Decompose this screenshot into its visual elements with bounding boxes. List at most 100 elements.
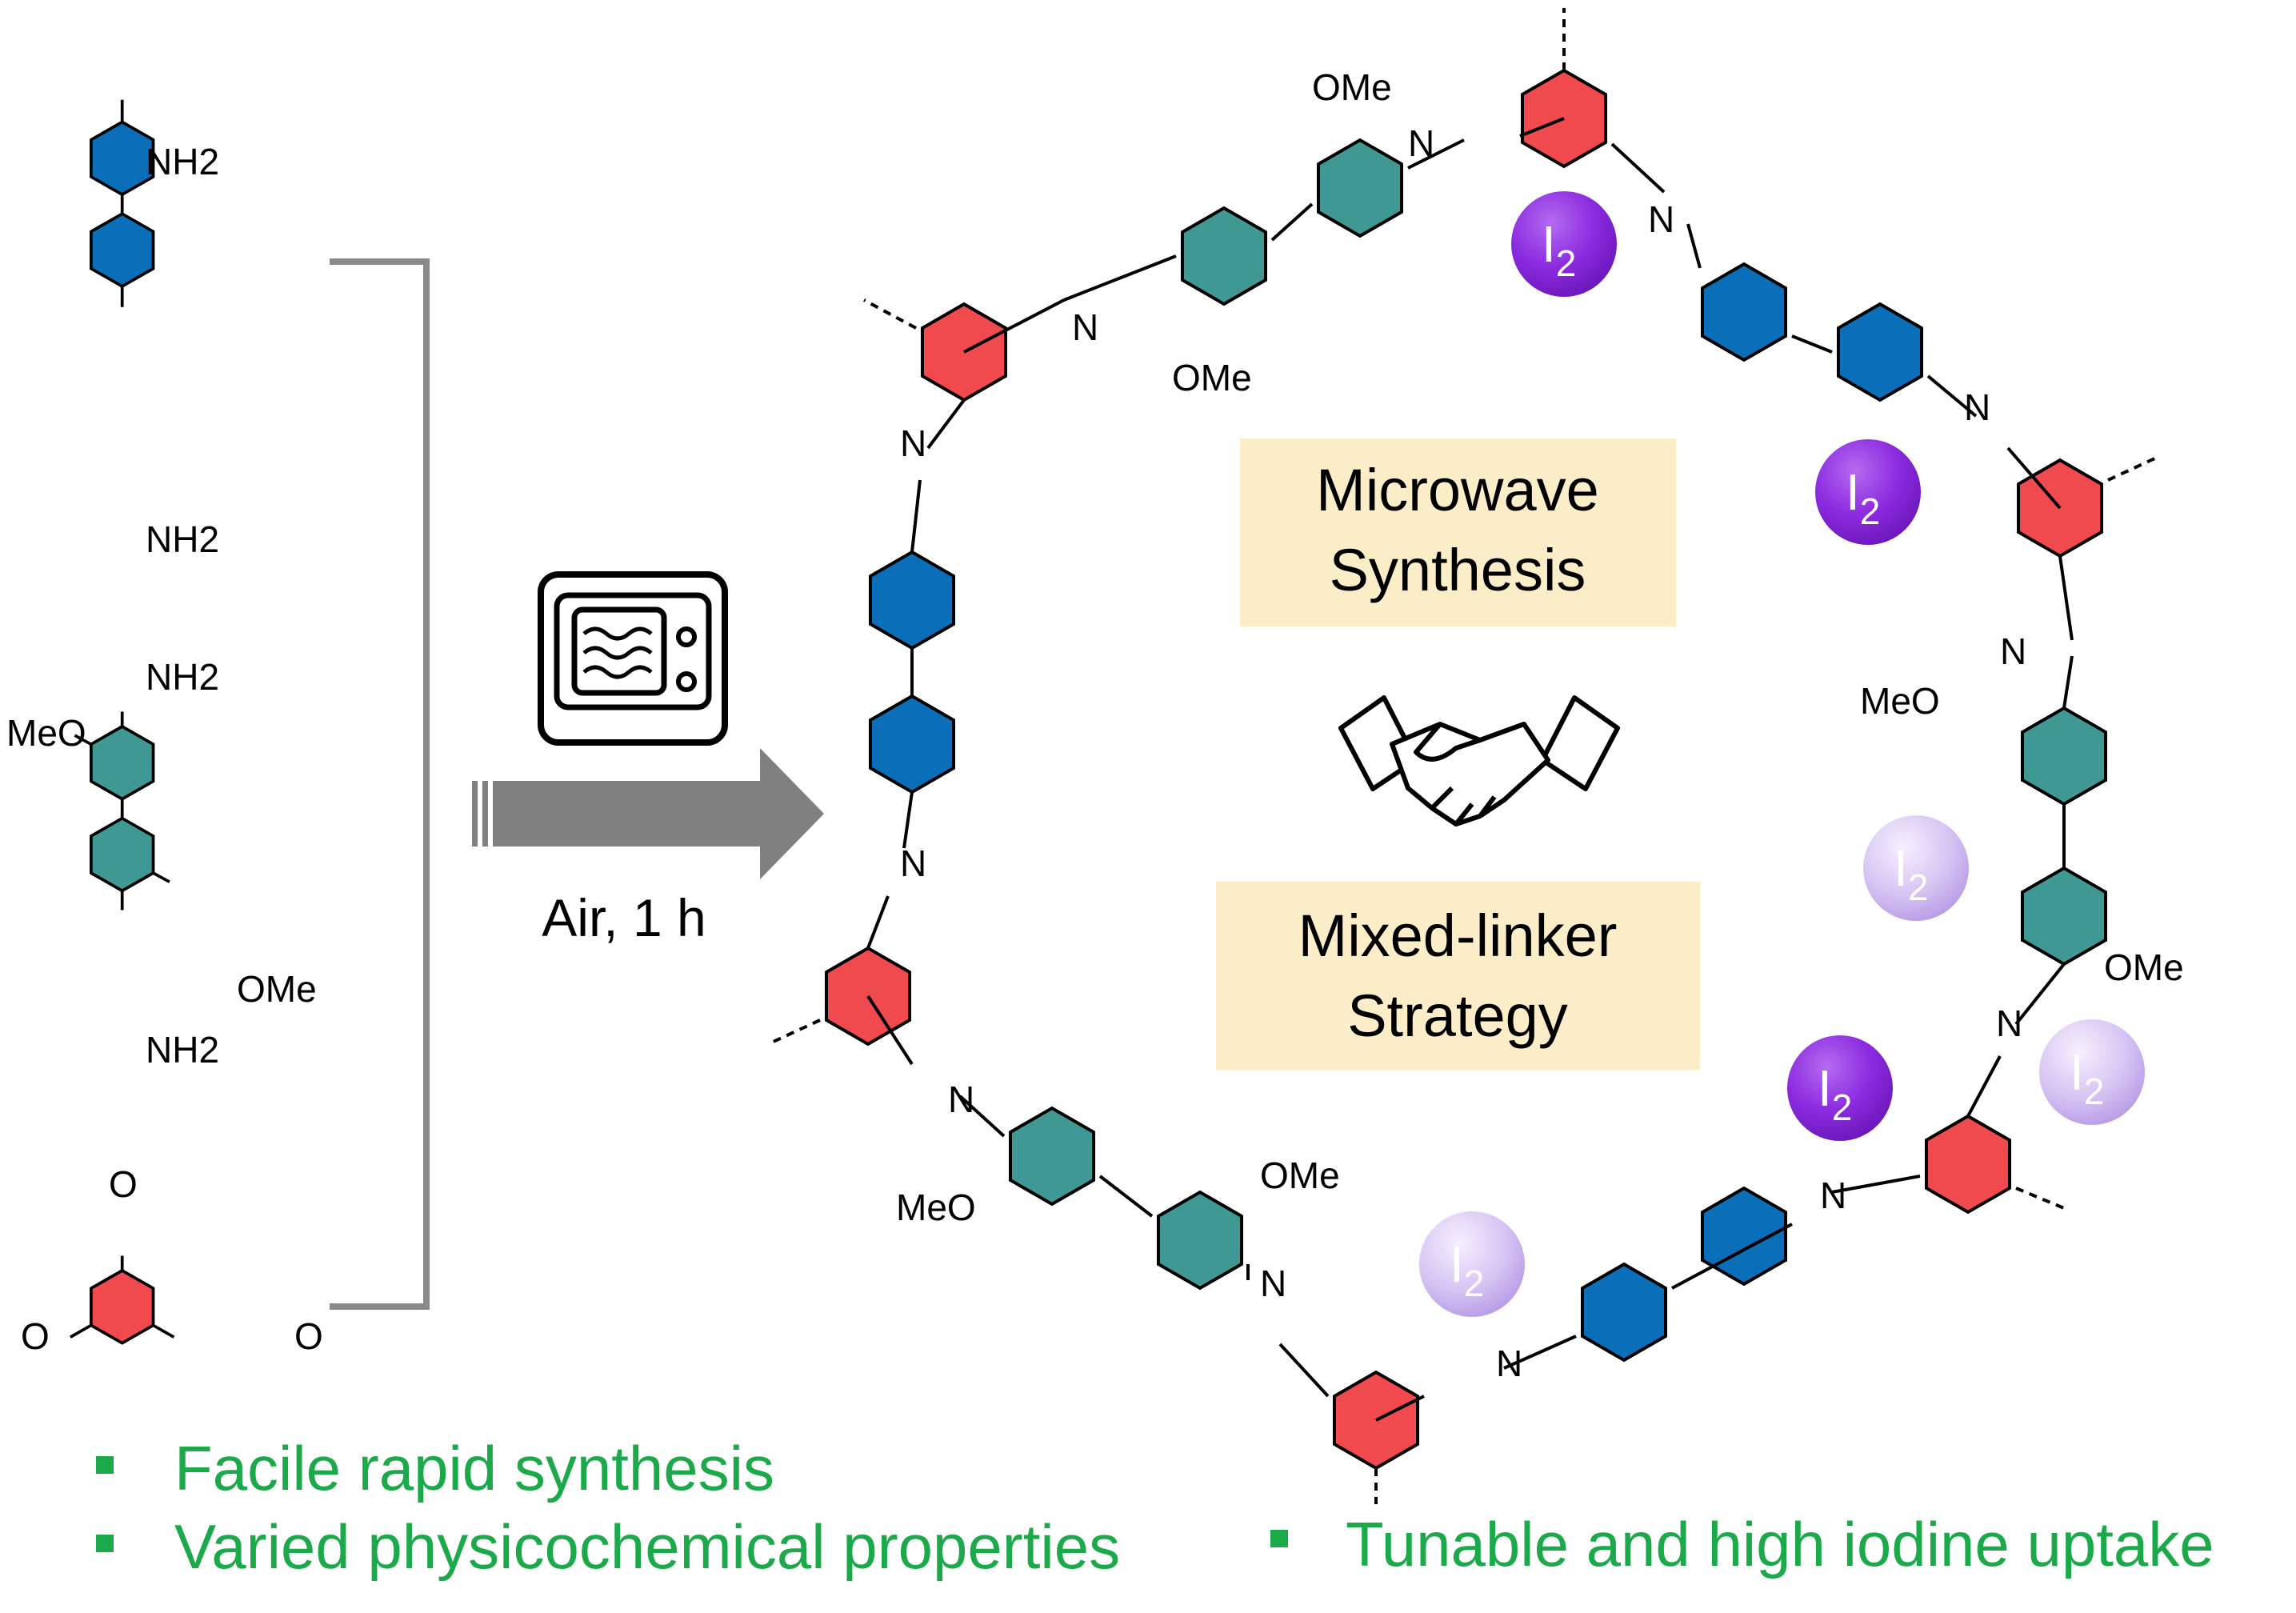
- reaction-arrow: [472, 748, 824, 879]
- bond-line: [902, 791, 914, 849]
- dimethoxybenzidine-ring: [2021, 706, 2107, 806]
- bullet-facile-rapid-synthesis: Facile rapid synthesis: [174, 1433, 774, 1503]
- bond-line: [2014, 963, 2066, 1026]
- n-label: N: [948, 1079, 974, 1120]
- bond-line: [1270, 202, 1314, 242]
- n-label: N: [1820, 1175, 1846, 1216]
- mixed-linker-line1: Mixed-linker: [1298, 903, 1618, 969]
- bond-line: [963, 298, 1065, 354]
- meo-label: MeO: [6, 712, 86, 754]
- bond-line: [866, 995, 914, 1066]
- dimethoxybenzidine-ring: [2021, 866, 2107, 967]
- o-label: O: [294, 1315, 323, 1357]
- handshake-icon: [1338, 695, 1620, 827]
- bond-line: [1278, 1343, 1330, 1398]
- bond-line: [1926, 374, 1978, 418]
- n-label: N: [1408, 122, 1434, 164]
- microwave-synthesis-box: [1240, 438, 1676, 626]
- n-label: N: [1072, 306, 1098, 348]
- ome-label: OMe: [1172, 357, 1252, 398]
- nh2-label: NH2: [146, 518, 219, 560]
- dimethoxybenzidine-monomer: [74, 711, 170, 911]
- iodine-molecule-icon: I2: [2039, 1019, 2145, 1125]
- benzidine-ring: [1581, 1262, 1667, 1363]
- iodine-molecule-icon: I2: [1419, 1211, 1525, 1317]
- iodine-molecule-icon: I2: [1863, 815, 1969, 921]
- benzidine-ring: [1837, 302, 1923, 402]
- mixed-linker-strategy-box: [1216, 882, 1700, 1070]
- bullet-marker: [96, 1456, 114, 1474]
- n-label: N: [900, 422, 926, 464]
- bond-line: [1966, 1055, 2002, 1117]
- bond-line: [958, 1095, 1006, 1138]
- mixed-linker-line2: Strategy: [1347, 983, 1568, 1049]
- microwave-oven-icon: [538, 571, 728, 746]
- dimethoxybenzidine-ring: [1317, 138, 1403, 238]
- monomer-bracket: [330, 258, 430, 1310]
- bullet-varied-physicochemical-properties: Varied physicochemical properties: [174, 1511, 1120, 1582]
- nh2-label: NH2: [146, 1029, 219, 1071]
- trialdehyde-monomer: [70, 1255, 175, 1345]
- microwave-synthesis-line2: Synthesis: [1330, 537, 1586, 603]
- n-label: N: [1648, 198, 1674, 240]
- bond-line: [1063, 254, 1177, 302]
- n-label: N: [1964, 386, 1990, 428]
- dimethoxybenzidine-ring: [1009, 1106, 1095, 1207]
- iodine-molecule-icon: I2: [1787, 1035, 1893, 1141]
- benzidine-ring: [1701, 262, 1787, 362]
- ome-label: OMe: [1312, 66, 1392, 108]
- bond-line: [910, 479, 922, 553]
- bond-line: [2062, 655, 2074, 709]
- bond-line: [2006, 446, 2062, 510]
- bond-line: [2015, 1187, 2065, 1210]
- bond-line: [2058, 555, 2074, 641]
- reaction-condition-label: Air, 1 h: [542, 888, 706, 947]
- bond-line: [1610, 142, 1666, 194]
- bullet-marker: [96, 1535, 114, 1552]
- aldehyde-node: [1925, 1114, 2011, 1215]
- o-label: O: [109, 1163, 138, 1205]
- bond-line: [1519, 117, 1565, 138]
- meo-label: MeO: [1860, 680, 1940, 722]
- benzidine-ring: [869, 550, 955, 650]
- dimethoxybenzidine-ring: [1181, 206, 1267, 306]
- bond-line: [1686, 223, 1702, 269]
- microwave-synthesis-line1: Microwave: [1316, 457, 1599, 523]
- bond-line: [1375, 1395, 1425, 1422]
- meo-label: MeO: [896, 1187, 976, 1228]
- ome-label: OMe: [1260, 1155, 1340, 1196]
- ome-label: OMe: [2104, 947, 2184, 988]
- bond-line: [1791, 334, 1833, 354]
- bond-line: [767, 1019, 821, 1046]
- bond-line: [1671, 1223, 1793, 1290]
- benzidine-ring: [1701, 1186, 1787, 1287]
- n-label: N: [2000, 630, 2026, 672]
- n-label: N: [1260, 1263, 1286, 1304]
- bond-line: [1831, 1175, 1921, 1194]
- nh2-label: NH2: [146, 141, 219, 182]
- nh2-label: NH2: [146, 656, 219, 698]
- bond-line: [1503, 1335, 1577, 1370]
- o-label: O: [21, 1315, 50, 1357]
- n-label: N: [1996, 1003, 2022, 1044]
- ome-label: OMe: [237, 968, 317, 1010]
- dimethoxybenzidine-ring: [1157, 1190, 1243, 1291]
- n-label: N: [900, 843, 926, 884]
- bond-line: [863, 298, 917, 330]
- bond-line: [926, 398, 966, 450]
- benzidine-ring: [869, 694, 955, 794]
- bullet-tunable-iodine-uptake: Tunable and high iodine uptake: [1346, 1509, 2214, 1579]
- iodine-molecule-icon: I2: [1511, 191, 1617, 297]
- bond-line: [2107, 454, 2161, 482]
- iodine-label: I2: [1818, 1059, 1852, 1128]
- bond-line: [1407, 138, 1465, 170]
- n-label: N: [1496, 1343, 1522, 1384]
- iodine-molecule-icon: I2: [1815, 439, 1921, 545]
- bullet-marker: [1270, 1530, 1288, 1547]
- bond-line: [1098, 1175, 1154, 1218]
- benzidine-monomer: [90, 99, 155, 307]
- bond-line: [866, 895, 890, 949]
